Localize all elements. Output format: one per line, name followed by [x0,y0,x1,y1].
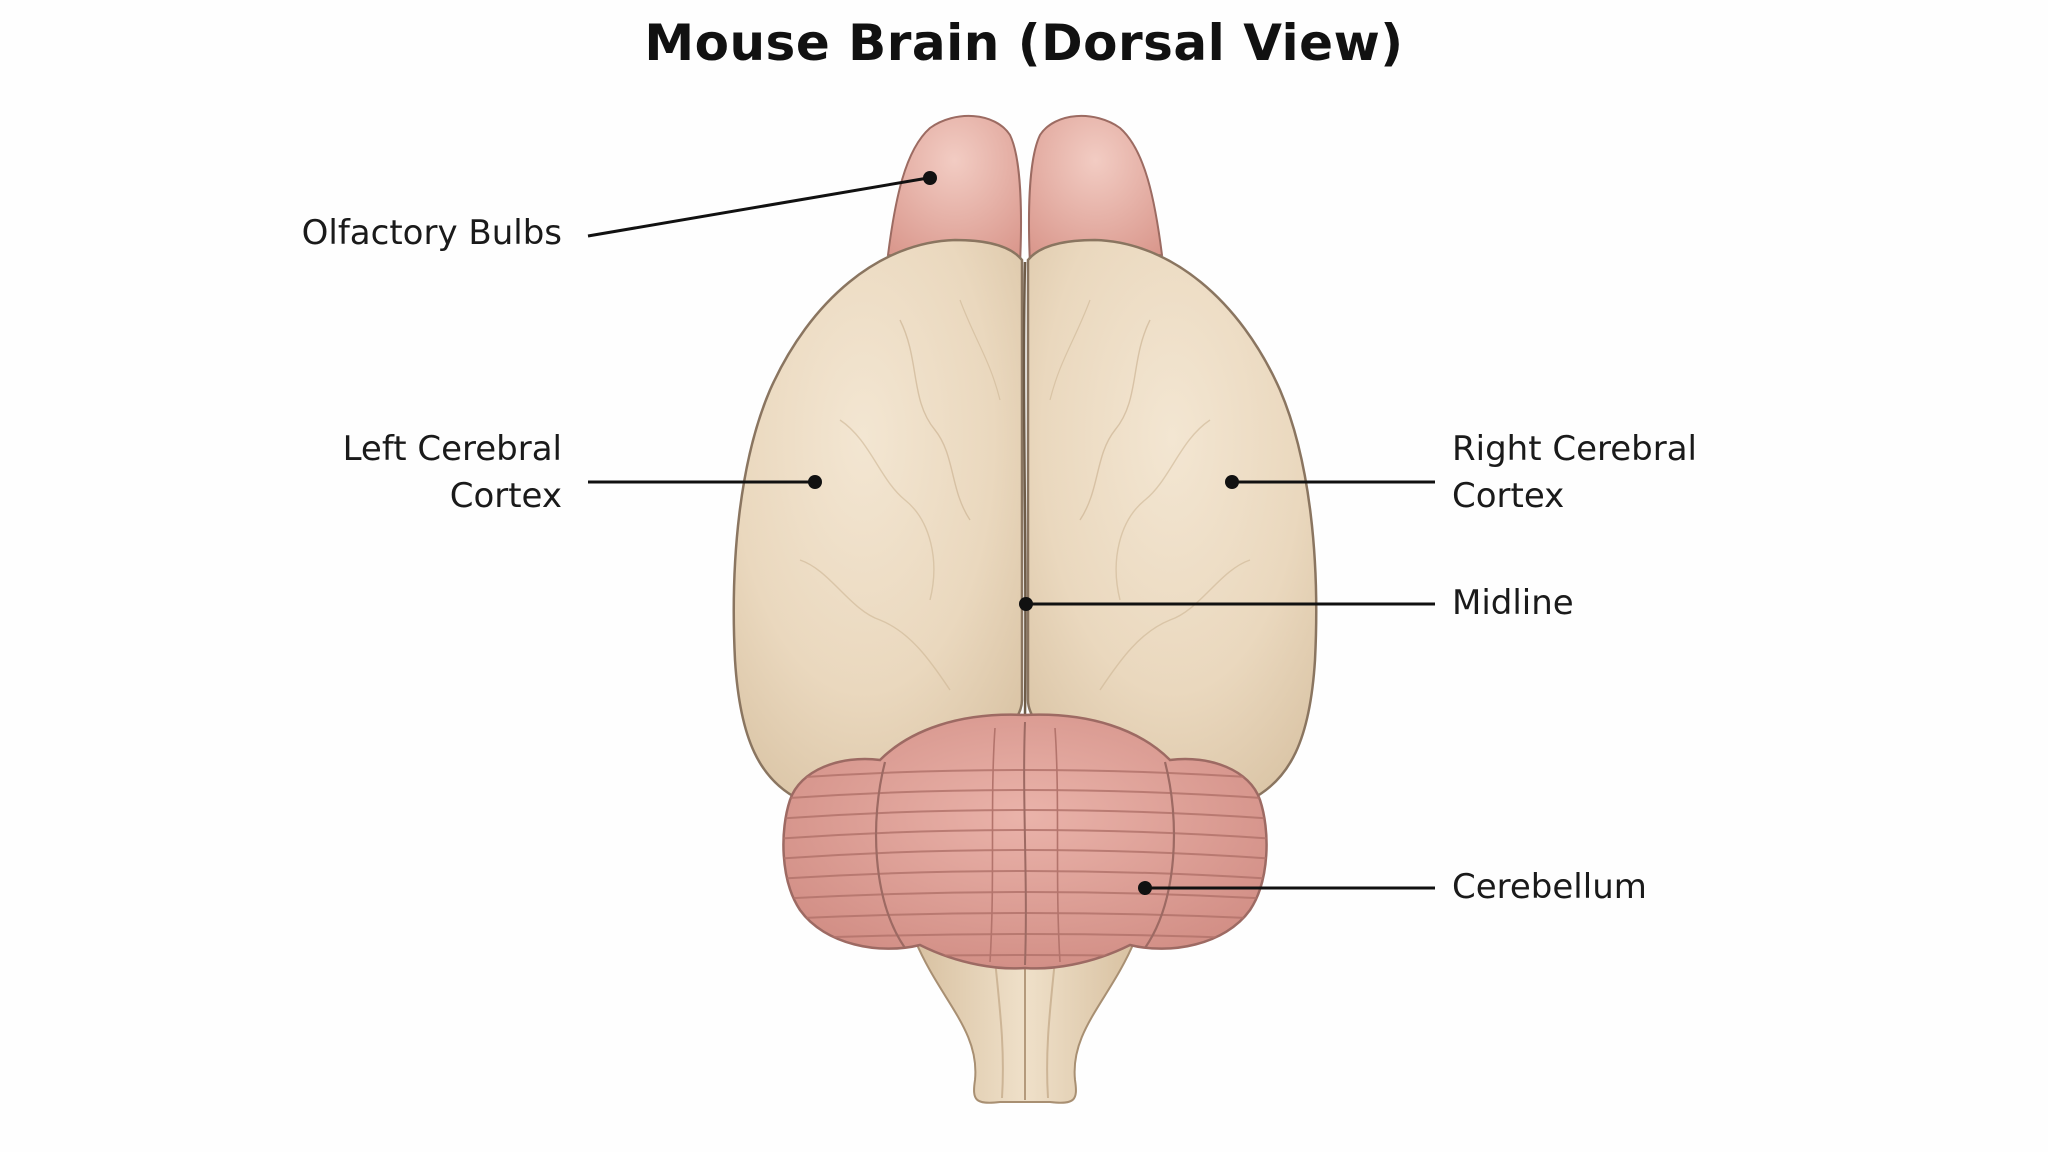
label-midline: Midline [1452,580,1752,627]
leader-olfactory [588,171,937,236]
label-cerebellum: Cerebellum [1452,864,1772,911]
label-right-cerebral-cortex: Right Cerebral Cortex [1452,426,1812,520]
label-left-cerebral-cortex: Left Cerebral Cortex [250,426,562,520]
midline-fissure [1024,262,1025,715]
label-olfactory-bulbs: Olfactory Bulbs [250,210,562,257]
